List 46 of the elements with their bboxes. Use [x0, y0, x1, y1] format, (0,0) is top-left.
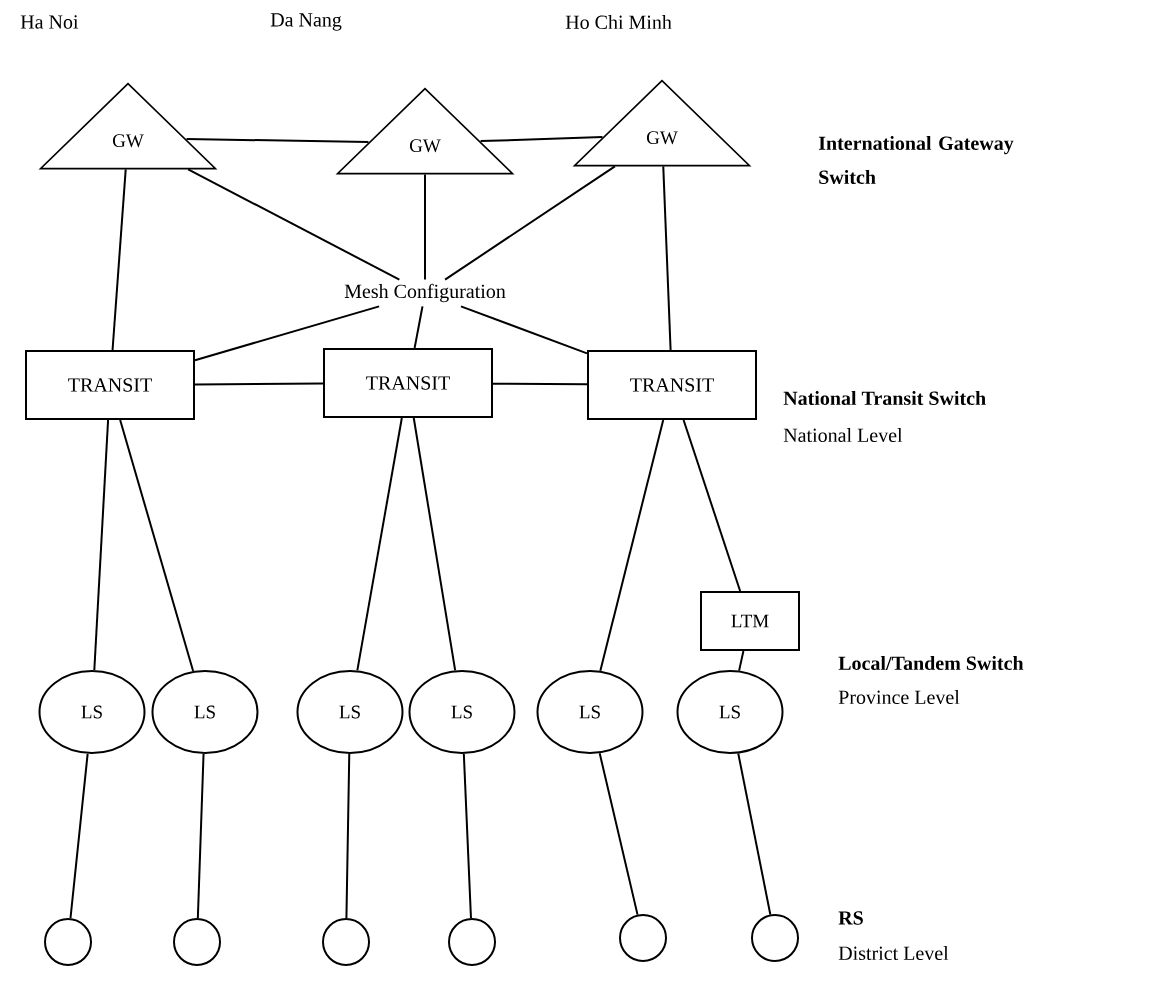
connector-line [413, 305, 424, 349]
level-label: National Level [783, 427, 903, 443]
rs-circle [619, 914, 667, 962]
level-label: RS [838, 911, 863, 925]
connector-line [737, 752, 772, 916]
level-label: Province Level [838, 689, 960, 705]
level-label: Local/Tandem Switch [838, 655, 1024, 671]
connector-line [185, 138, 370, 144]
ltm-box: LTM [700, 591, 800, 651]
connector-line [682, 419, 742, 592]
connector-line [187, 168, 401, 281]
rs-circle [44, 918, 92, 966]
connector-line [599, 419, 665, 672]
connector-line [345, 753, 351, 919]
connector-line [459, 305, 588, 355]
connector-line [492, 382, 588, 386]
connector-line [93, 419, 110, 672]
connector-line [412, 417, 457, 672]
transit-box: TRANSIT [587, 350, 757, 420]
connector-line [196, 753, 205, 919]
level-label: Ha Noi [20, 15, 79, 29]
level-label: National Transit Switch [783, 390, 986, 406]
level-label: District Level [838, 945, 949, 961]
connector-line [69, 752, 89, 920]
transit-box: TRANSIT [25, 350, 195, 420]
transit-box: TRANSIT [323, 348, 493, 418]
connector-line [444, 165, 616, 281]
connector-line [479, 136, 604, 143]
connector-line [111, 168, 127, 351]
rs-circle [322, 918, 370, 966]
connector-line [194, 305, 381, 362]
rs-circle [751, 914, 799, 962]
connector-line [662, 165, 672, 351]
connector-line [462, 752, 472, 919]
rs-circle [173, 918, 221, 966]
connector-line [194, 382, 324, 386]
connector-line [424, 173, 426, 281]
level-label: Da Nang [270, 13, 342, 31]
connector-line [356, 417, 403, 672]
mesh-label: Mesh Configuration [340, 279, 510, 307]
connector-line [119, 419, 195, 673]
level-label: Ho Chi Minh [565, 14, 672, 29]
rs-circle [448, 918, 496, 966]
connector-line [738, 650, 745, 672]
level-label: International Gateway Switch [818, 135, 1014, 184]
connector-line [598, 752, 639, 916]
